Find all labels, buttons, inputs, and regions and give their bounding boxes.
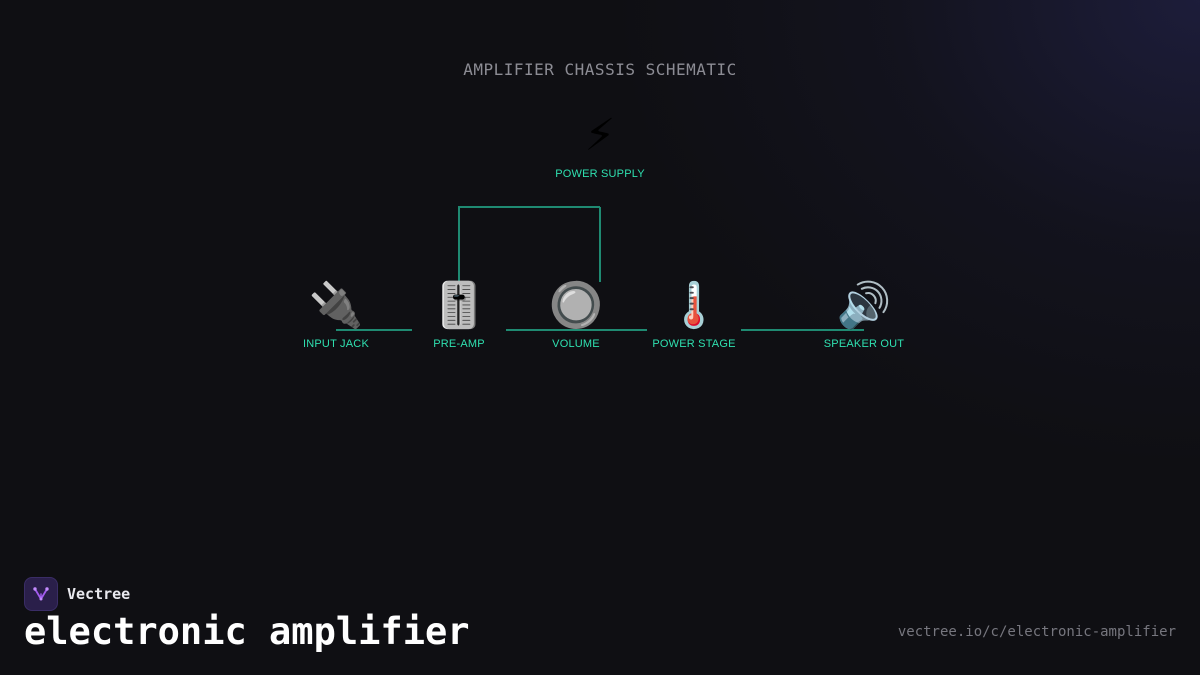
lightning-icon: ⚡ [584, 110, 616, 161]
node-input-jack[interactable]: 🔌 INPUT JACK [266, 278, 406, 350]
speaker-icon: 🔊 [836, 280, 892, 331]
diagram-title: AMPLIFIER CHASSIS SCHEMATIC [463, 60, 737, 79]
node-volume[interactable]: 🔘 VOLUME [506, 278, 646, 350]
vectree-logo-mark [33, 587, 49, 601]
node-pre-amp[interactable]: 🎚️ PRE-AMP [389, 278, 529, 350]
node-power-supply[interactable]: ⚡ POWER SUPPLY [530, 108, 670, 180]
node-label-power-supply: POWER SUPPLY [555, 168, 645, 180]
brand-name: Vectree [67, 585, 131, 603]
page-title: electronic amplifier [24, 610, 470, 653]
node-label-input-jack: INPUT JACK [303, 338, 369, 350]
node-speaker-out[interactable]: 🔊 SPEAKER OUT [794, 278, 934, 350]
node-power-stage[interactable]: 🌡️ POWER STAGE [624, 278, 764, 350]
page-url[interactable]: vectree.io/c/electronic-amplifier [897, 624, 1176, 640]
brand: Vectree [24, 577, 130, 611]
knob-icon: 🔘 [548, 280, 604, 331]
thermometer-icon: 🌡️ [666, 280, 722, 331]
node-label-volume: VOLUME [552, 338, 600, 350]
vectree-logo-icon [24, 577, 58, 611]
node-label-speaker-out: SPEAKER OUT [823, 338, 905, 350]
plug-icon: 🔌 [308, 280, 364, 331]
node-label-power-stage: POWER STAGE [652, 338, 736, 350]
level-slider-icon: 🎚️ [431, 280, 487, 331]
node-label-pre-amp: PRE-AMP [433, 338, 485, 350]
wire-power-supply-to-pre-amp [458, 206, 600, 282]
